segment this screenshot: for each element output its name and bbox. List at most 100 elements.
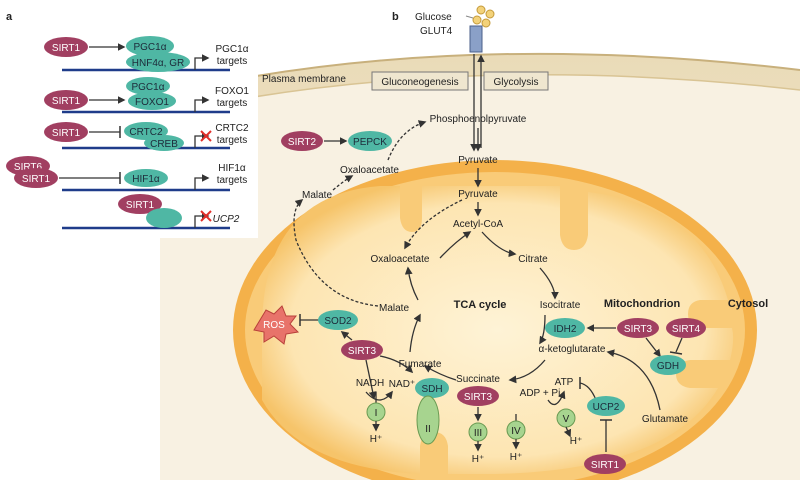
ros-burst [253,305,300,345]
creb-node [144,135,184,151]
sirt1-node [44,37,88,57]
panel-a-row-4: SIRT6 SIRT1 HIF1α HIF1α targets [6,156,248,192]
pyruvate-mito-label: Pyruvate [458,189,498,200]
glycolysis-box [483,71,549,91]
sirt3-node [617,318,659,338]
crtc2-node [124,122,168,140]
oxaloacetate-mito-label: Oxaloacetate [371,254,430,265]
sirt3-label: SIRT3 [624,324,653,335]
sirt1-node [44,122,88,142]
factor-node [146,208,182,228]
pep-label: Phosphoenolpyruvate [430,114,527,125]
glut4-label: GLUT4 [420,26,453,37]
sirt3-node [457,386,499,406]
pgc1a-node [126,77,170,95]
factor-label: FOXO1 [135,97,169,108]
factor-label: CREB [150,139,178,150]
malate-cyto-label: Malate [302,190,332,201]
sirt3-label: SIRT3 [348,346,377,357]
target-label: PGC1α [215,44,248,55]
sirt2-label: SIRT2 [288,137,317,148]
sirt1-node [44,90,88,110]
gluconeogenesis-box [371,71,469,91]
complex-iii-group: III H⁺ [468,422,488,465]
target-label: targets [217,135,248,146]
glucose-molecules [465,5,495,28]
isocitrate-label: Isocitrate [540,300,581,311]
succinate-label: Succinate [456,374,500,385]
complex-i-label: I [375,408,378,419]
foxo1-node [128,92,176,110]
hplus-label: H⁺ [370,434,383,445]
glucose-label: Glucose [415,12,452,23]
cytosol-label: Cytosol [728,298,768,310]
sirt1-label: SIRT1 [591,460,620,471]
panel-a-row-1: SIRT1 PGC1α HNF4α, GR PGC1α targets [44,36,249,72]
nadh-label: NADH [356,378,384,389]
glycolysis-label: Glycolysis [493,77,538,88]
glutamate-label: Glutamate [642,414,689,425]
sirt1-node [14,168,58,188]
hif1a-node [124,169,168,187]
sirt4-node [666,318,706,338]
factor-label: PGC1α [131,82,164,93]
panel-a-row-5: SIRT1 UCP2 [62,194,240,230]
sirt3-node [341,340,383,360]
complex-v-group: ADP + Pi ATP V H⁺ [520,377,583,447]
ucp2-label: UCP2 [593,402,620,413]
hplus-label: H⁺ [472,454,485,465]
plasma-membrane-label: Plasma membrane [262,74,346,85]
sirt1-label: SIRT1 [22,174,51,185]
glut4-transporter [469,25,483,53]
pepck-label: PEPCK [353,137,387,148]
complex-ii [416,395,440,445]
adp-label: ADP + Pi [520,388,561,399]
oxaloacetate-cyto-label: Oxaloacetate [340,165,399,176]
panel-a-row-3: SIRT1 CRTC2 CREB CRTC2 targets [44,122,249,151]
pgc1a-node [126,36,174,56]
hplus-label: H⁺ [570,436,583,447]
sirt4-label: SIRT4 [672,324,701,335]
sirt2-node [281,131,323,151]
idh2-node [545,318,585,338]
malate-mito-label: Malate [379,303,409,314]
panel-a-row-2: SIRT1 PGC1α FOXO1 FOXO1 targets [44,77,249,114]
sdh-node [415,378,449,398]
complex-iii-label: III [474,428,482,439]
sod2-node [318,310,358,330]
tca-cycle-arrows [404,231,559,384]
mitochondrion-label: Mitochondrion [604,298,681,310]
target-label: CRTC2 [215,123,249,134]
sirt1-label: SIRT1 [52,96,81,107]
hplus-label: H⁺ [510,452,523,463]
acetyl-coa-label: Acetyl-CoA [453,219,503,230]
target-label: targets [217,98,248,109]
sirt1-node [584,454,626,474]
tca-cycle-label: TCA cycle [454,299,507,311]
target-label: targets [217,175,248,186]
factor-label: HNF4α, GR [132,58,184,69]
target-label: targets [217,56,248,67]
panel-b-letter: b [392,11,399,23]
gdh-label: GDH [657,361,679,372]
idh2-label: IDH2 [554,324,577,335]
hnf4a-gr-node [126,52,190,72]
gdh-node [650,355,686,375]
sirt3-label: SIRT3 [464,392,493,403]
nad-label: NAD⁺ [389,379,415,390]
fumarate-label: Fumarate [399,359,442,370]
sdh-label: SDH [421,384,442,395]
pepck-node [348,131,392,151]
sod2-label: SOD2 [324,316,352,327]
sirt1-node [118,194,162,214]
akg-label: α-ketoglutarate [539,344,606,355]
pyruvate-cyto-label: Pyruvate [458,155,498,166]
complex-i-group: I H⁺ [366,392,386,445]
complex-ii-label: II [425,424,431,435]
atp-label: ATP [555,377,574,388]
target-label: UCP2 [213,214,240,225]
target-label: FOXO1 [215,86,249,97]
complex-v-label: V [563,414,570,425]
